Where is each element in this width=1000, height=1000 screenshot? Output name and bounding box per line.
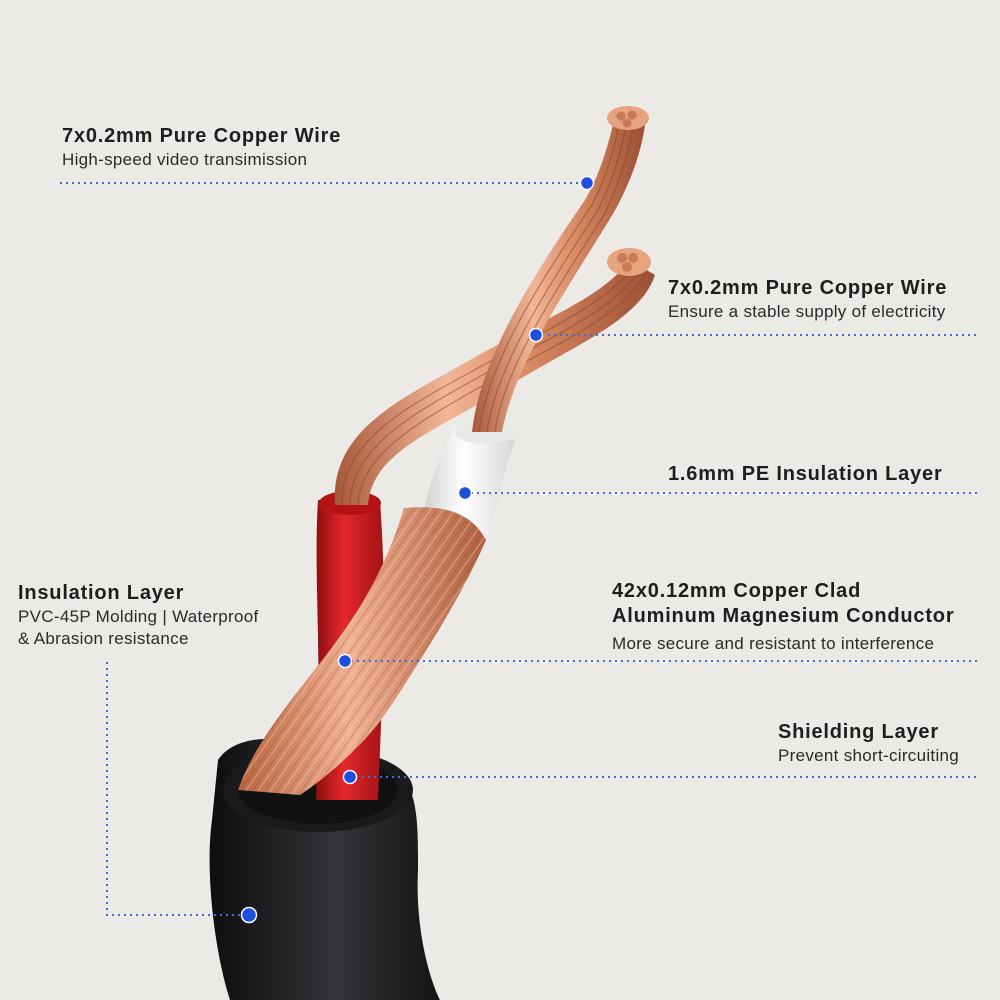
- callout-title: 42x0.12mm Copper Clad: [612, 580, 862, 602]
- callout-copper-wire-video: 7x0.2mm Pure Copper Wire High-speed vide…: [62, 124, 341, 171]
- callout-title: 1.6mm PE Insulation Layer: [668, 463, 943, 485]
- copper-strands-white-wire: [472, 115, 645, 432]
- callout-title: Insulation Layer: [18, 582, 185, 604]
- callout-dot-copper-wire-2: [528, 327, 544, 343]
- callout-title-line2: Aluminum Magnesium Conductor: [612, 605, 955, 627]
- callout-conductor: 42x0.12mm Copper Clad Aluminum Magnesium…: [612, 579, 954, 655]
- callout-title: Shielding Layer: [778, 721, 939, 743]
- callout-lines: [60, 182, 980, 916]
- callout-subtitle: More secure and resistant to interferenc…: [612, 634, 935, 653]
- callout-dot-insulation-layer: [240, 906, 258, 924]
- callout-dot-conductor: [337, 653, 353, 669]
- callout-title: 7x0.2mm Pure Copper Wire: [668, 277, 948, 299]
- callout-dot-pe-insulation: [457, 485, 473, 501]
- callout-dot-shielding: [342, 769, 358, 785]
- callout-dots: [240, 175, 595, 924]
- callout-pe-insulation: 1.6mm PE Insulation Layer: [668, 462, 943, 487]
- callout-subtitle: PVC-45P Molding | Waterproof: [18, 607, 259, 626]
- callout-title: 7x0.2mm Pure Copper Wire: [62, 125, 342, 147]
- callout-copper-wire-power: 7x0.2mm Pure Copper Wire Ensure a stable…: [668, 276, 947, 323]
- callout-subtitle-line2: & Abrasion resistance: [18, 629, 189, 648]
- callout-shielding-layer: Shielding Layer Prevent short-circuiting: [778, 720, 959, 767]
- callout-subtitle: Prevent short-circuiting: [778, 746, 960, 765]
- callout-subtitle: Ensure a stable supply of electricity: [668, 302, 946, 321]
- callout-insulation-layer: Insulation Layer PVC-45P Molding | Water…: [18, 581, 259, 650]
- callout-dot-copper-wire-1: [579, 175, 595, 191]
- callout-subtitle: High-speed video transimission: [62, 150, 308, 169]
